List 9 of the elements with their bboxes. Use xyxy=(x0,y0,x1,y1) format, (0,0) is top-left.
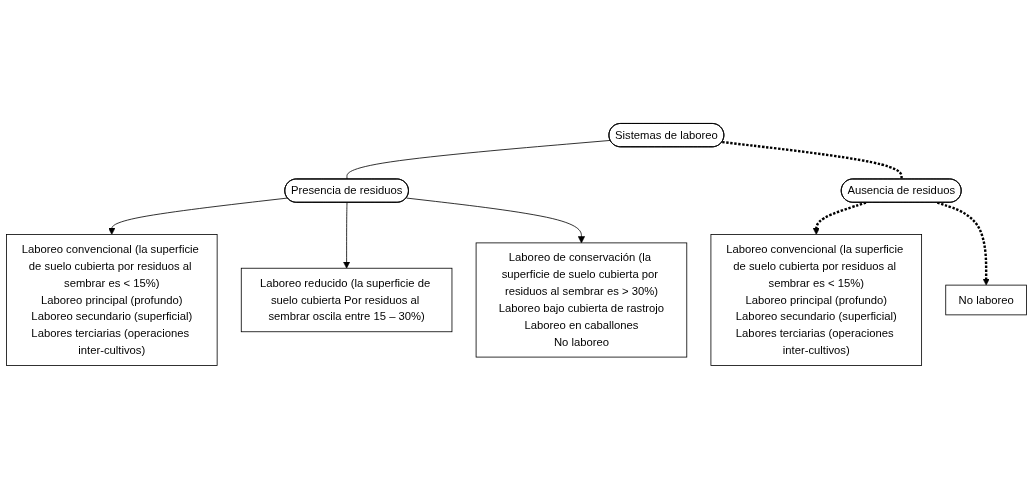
arrow xyxy=(812,201,867,235)
arrow xyxy=(936,201,990,286)
node-box: Laboreo convencional (la superficie de suelo cubierta por residuos al sembrar es < 15%) Laboreo principal (profundo) Laboreo secundario (superficial) Labores terciarias (operaciones inter-cultivos) xyxy=(710,234,922,366)
connector xyxy=(346,140,611,180)
node-box: Laboreo de conservación (la superficie de suelo cubierta por residuos al sembrar es > 30%) Laboreo bajo cubierta de rastrojo Laboreo en caballones No laboreo xyxy=(475,242,688,358)
node-box: Laboreo convencional (la superficie de suelo cubierta por residuos al sembrar es < 15%) Laboreo principal (profundo) Laboreo secundario (superficial) Labores terciarias (operaciones inter-cultivos) xyxy=(6,234,218,366)
node-box: Laboreo reducido (la superficie de suelo cubierta Por residuos al sembrar oscila entre 15 – 30%) xyxy=(240,267,453,333)
connector xyxy=(722,140,903,180)
node-box: No laboreo xyxy=(945,284,1027,316)
